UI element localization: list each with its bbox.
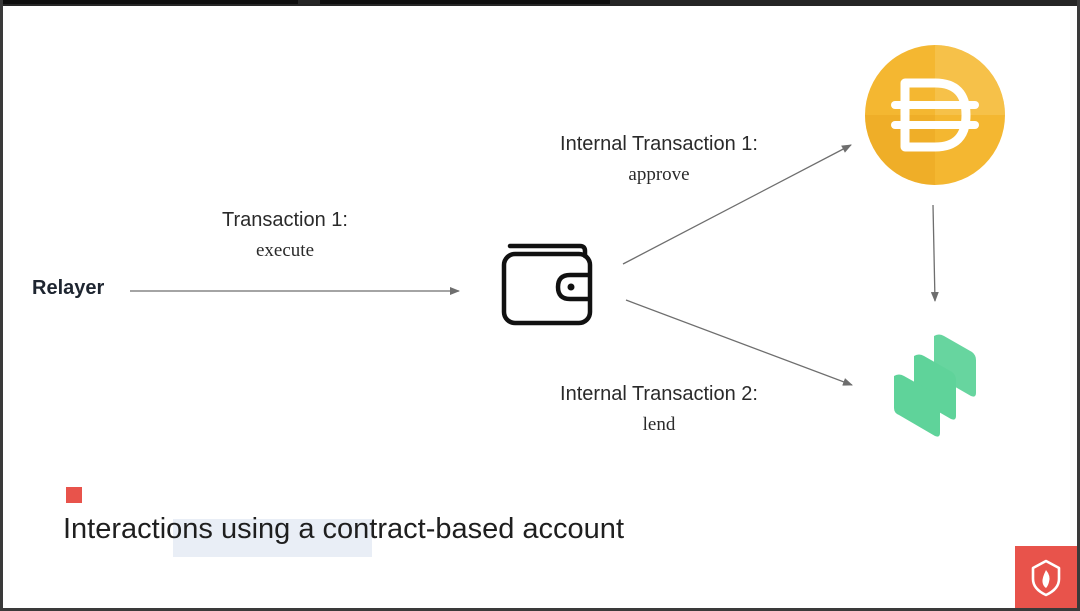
slide-caption: Interactions using a contract-based acco… — [63, 513, 624, 545]
text-selection-highlight — [173, 519, 372, 557]
bottom-frame-edge — [0, 608, 1080, 611]
top-frame-bar — [0, 0, 1080, 6]
flame-shield-icon — [1015, 546, 1077, 608]
left-frame-edge — [0, 0, 3, 611]
arrow-wallet-to-protocol — [625, 299, 853, 386]
internal-transaction-1-method: approve — [628, 164, 690, 185]
relayer-label: Relayer — [32, 277, 105, 299]
transaction-1-title: Transaction 1: — [222, 209, 348, 231]
wallet-icon — [501, 243, 593, 326]
internal-transaction-2-method: lend — [642, 414, 676, 435]
transaction-1-method: execute — [255, 240, 314, 261]
arrow-token-to-protocol — [930, 204, 939, 302]
internal-transaction-2-title: Internal Transaction 2: — [560, 383, 758, 405]
arrow-wallet-to-token — [622, 144, 852, 265]
dai-token-icon — [865, 45, 1005, 185]
compound-icon — [894, 334, 976, 437]
right-frame-edge — [1077, 0, 1080, 611]
top-frame-segment — [0, 0, 298, 4]
caption-bullet — [66, 487, 82, 503]
brand-logo-box — [1015, 546, 1077, 608]
internal-transaction-1-title: Internal Transaction 1: — [560, 133, 758, 155]
top-frame-segment — [320, 0, 610, 4]
